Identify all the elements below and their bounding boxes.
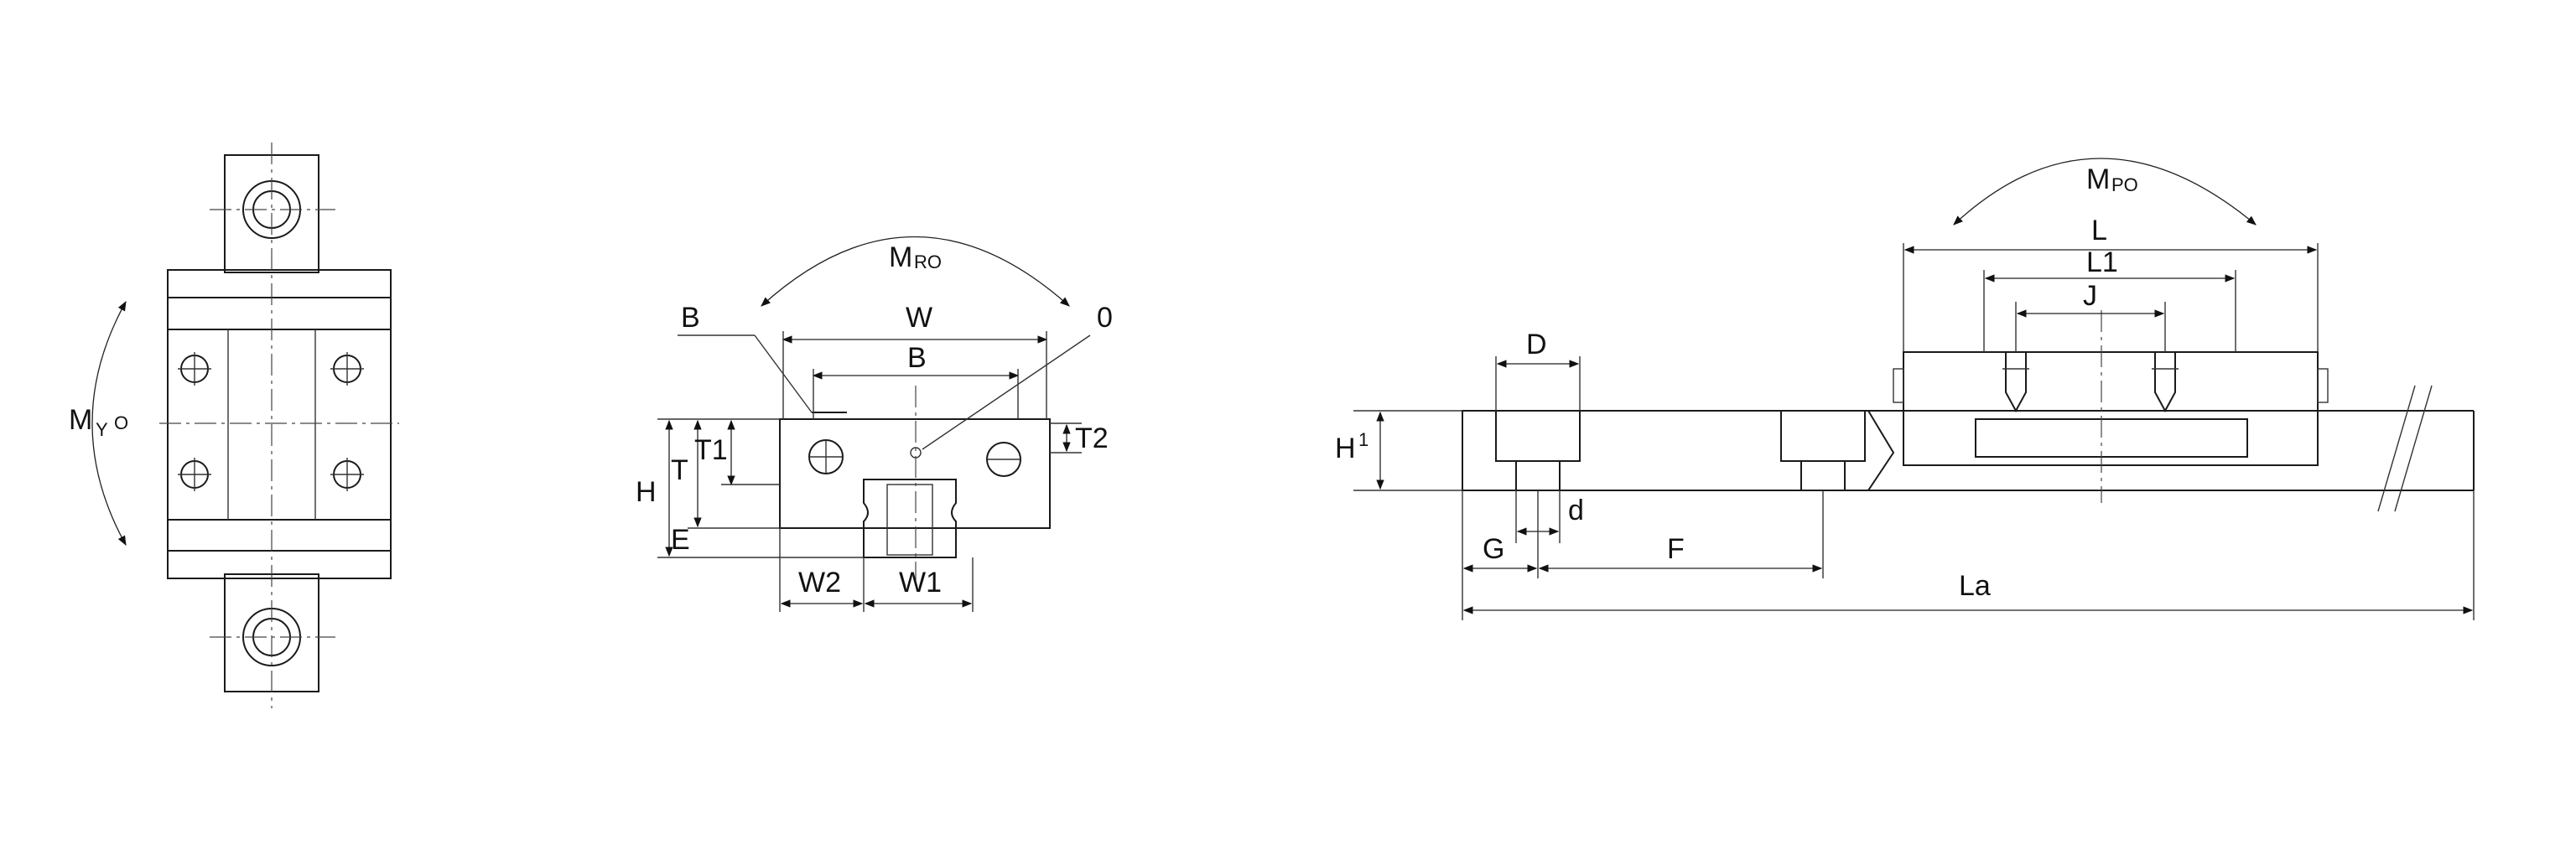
- mro-label-m: M: [889, 241, 912, 273]
- side-view: M PO L L1 J D H 1 d G: [1335, 158, 2475, 620]
- front-view: M RO W B B 0 H T T1 E T2: [636, 236, 1113, 612]
- dim-label-f: F: [1667, 533, 1685, 565]
- dim-label-w: W: [906, 302, 932, 334]
- dim-label-d-upper: D: [1526, 329, 1547, 360]
- mpo-label-sub: PO: [2111, 174, 2138, 195]
- dim-label-b: B: [907, 342, 927, 374]
- dim-label-t1: T1: [694, 434, 728, 466]
- dim-label-j: J: [2083, 280, 2097, 312]
- dim-label-h1-main: H: [1335, 433, 1356, 464]
- dim-label-h: H: [636, 476, 657, 508]
- top-view: M Y O: [69, 143, 399, 708]
- myo-moment-arrow: [91, 300, 127, 547]
- mpo-label-m: M: [2086, 163, 2110, 195]
- dim-label-e: E: [671, 524, 690, 556]
- dim-label-h1-sup: 1: [1358, 429, 1368, 450]
- myo-label-m: M: [69, 404, 92, 436]
- myo-label-y: Y: [96, 419, 108, 440]
- rail-section: [1462, 410, 1895, 491]
- leader-label-b: B: [681, 302, 700, 334]
- dim-label-g: G: [1483, 533, 1504, 565]
- myo-label-o: O: [114, 412, 128, 433]
- dim-label-la: La: [1959, 570, 1991, 602]
- dim-label-l1: L1: [2086, 246, 2118, 278]
- dim-label-t2: T2: [1075, 422, 1109, 454]
- dim-label-w2: W2: [798, 567, 841, 599]
- dim-label-t: T: [671, 454, 688, 486]
- dim-label-w1: W1: [899, 567, 942, 599]
- mro-label-sub: RO: [914, 251, 942, 272]
- mro-moment-arrow: [761, 236, 1070, 307]
- dim-label-d-lower: d: [1568, 495, 1584, 526]
- leader-label-o: 0: [1097, 302, 1113, 334]
- mpo-moment-arrow: [1953, 158, 2257, 225]
- dim-label-l: L: [2091, 215, 2107, 246]
